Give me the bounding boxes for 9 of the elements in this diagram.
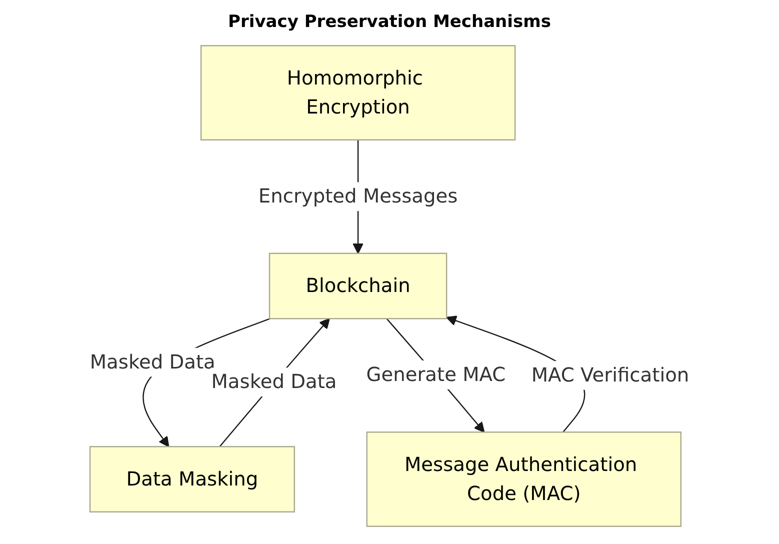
node-box: Blockchain [268, 252, 448, 320]
node-box: Message Authentication Code (MAC) [366, 432, 682, 527]
edge-label: MAC Verification [531, 363, 690, 386]
node-box: Homomorphic Encryption [200, 45, 516, 140]
diagram-title: Privacy Preservation Mechanisms [227, 12, 552, 32]
node-box: Data Masking [89, 446, 296, 512]
edge-label: Masked Data [211, 370, 337, 394]
edge-label: Encrypted Messages [258, 184, 458, 208]
edge-label: Generate MAC [366, 362, 506, 386]
